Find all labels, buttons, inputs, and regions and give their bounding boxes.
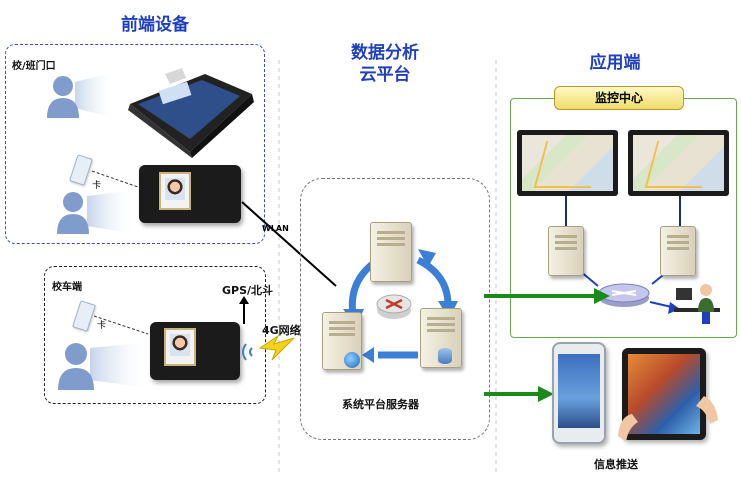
school-bus-box (44, 266, 266, 404)
school-gate-box (5, 44, 265, 244)
monitor-screen-map-2 (628, 130, 729, 196)
face-photo (170, 334, 190, 356)
app-title: 应用端 (589, 53, 641, 73)
card-label: 卡 (92, 181, 102, 191)
bus-face-terminal (150, 322, 240, 380)
card-label: 卡 (97, 321, 107, 331)
cloud-to-app-arrows (484, 288, 610, 402)
monitor-center-header: 监控中心 (554, 86, 684, 110)
gps-label: GPS/北斗 (222, 284, 274, 297)
globe-icon (344, 352, 360, 368)
school-gate-label: 校/班门口 (12, 61, 56, 72)
school-bus-label: 校车端 (52, 282, 82, 293)
card-swipe-line (91, 170, 139, 188)
wireless-signal-icon (242, 334, 295, 361)
server-platform-label: 系统平台服务器 (342, 398, 419, 411)
cloud-platform-box (300, 178, 490, 440)
cloud-title: 数据分析 云平台 (351, 43, 419, 85)
person-icon (58, 342, 150, 390)
face-recognition-terminal (139, 165, 241, 223)
network-switch-icon (598, 283, 650, 307)
face-photo (165, 178, 185, 200)
top-server-icon (370, 222, 412, 282)
app-server-left-icon (548, 226, 584, 276)
operator-icon (674, 284, 720, 324)
tablet-icon (622, 348, 706, 440)
app-server-right-icon (660, 226, 696, 276)
frontend-title: 前端设备 (121, 15, 189, 35)
card-swipe-line (93, 315, 149, 335)
hands-icon (618, 396, 718, 442)
gps-up-arrow (239, 296, 249, 324)
database-icon (438, 348, 452, 364)
wlan-link-line (241, 201, 337, 287)
person-icon (57, 190, 135, 234)
pos-terminal-icon (128, 68, 254, 158)
monitor-screen-map-1 (517, 130, 618, 196)
person-icon (47, 72, 115, 118)
info-push-label: 信息推送 (594, 458, 638, 471)
smartphone-icon (552, 342, 606, 444)
wlan-label: WLAN (262, 224, 289, 233)
4g-network-label: 4G网络 (262, 324, 301, 337)
router-icon (376, 294, 412, 319)
